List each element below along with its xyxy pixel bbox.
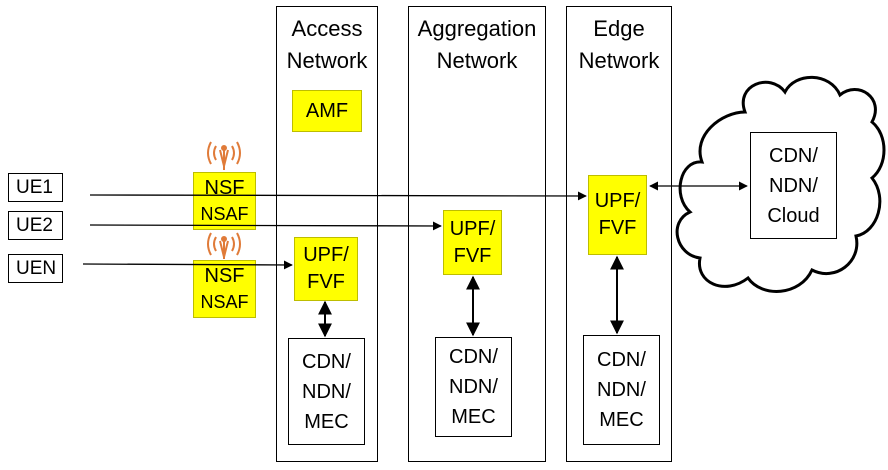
ndn-label: NDN/ <box>449 376 498 398</box>
fvf-label: FVF <box>453 244 492 267</box>
amf-label: AMF <box>305 99 349 122</box>
ndn-label: NDN/ <box>769 174 818 197</box>
fvf-label: FVF <box>307 271 345 293</box>
upf-fvf-box-aggregation: UPF/ FVF <box>443 210 502 275</box>
mec-label: MEC <box>304 410 349 433</box>
cdn-ndn-mec-box-aggregation: CDN/ NDN/ MEC <box>435 337 512 437</box>
ndn-label: NDN/ <box>302 380 351 403</box>
upf-fvf-box-edge: UPF/ FVF <box>588 175 647 255</box>
aggregation-network-title-line2: Network <box>436 48 518 73</box>
cloud-label: Cloud <box>767 204 820 227</box>
access-network-title-line2: Network <box>286 48 368 73</box>
aggregation-network-title: Aggregation Network <box>409 13 545 77</box>
edge-network-title-line1: Edge <box>593 16 645 41</box>
access-network-title: Access Network <box>277 13 377 77</box>
access-network-title-line1: Access <box>291 16 363 41</box>
ue2-label: UE2 <box>16 214 53 236</box>
ndn-label: NDN/ <box>597 379 646 401</box>
nsaf-label: NSAF <box>200 292 249 312</box>
edge-network-title-line2: Network <box>578 48 660 73</box>
edge-network-title: Edge Network <box>567 13 671 77</box>
nsf-nsaf-box-top: NSF NSAF <box>193 172 256 230</box>
ue1-label: UE1 <box>16 176 53 198</box>
nsf-label: NSF <box>204 265 245 287</box>
ue1-box: UE1 <box>8 173 63 202</box>
uen-label: UEN <box>16 257 57 279</box>
nsf-nsaf-box-bottom: NSF NSAF <box>193 260 256 318</box>
aggregation-network-title-line1: Aggregation <box>417 16 537 41</box>
cdn-ndn-mec-box-edge: CDN/ NDN/ MEC <box>583 335 660 445</box>
amf-box: AMF <box>292 90 362 132</box>
cdn-label: CDN/ <box>769 144 818 167</box>
upf-label: UPF/ <box>594 190 641 212</box>
cdn-label: CDN/ <box>302 350 351 373</box>
upf-fvf-box-access: UPF/ FVF <box>294 237 358 301</box>
mec-label: MEC <box>451 406 496 428</box>
ue2-box: UE2 <box>8 211 63 240</box>
upf-label: UPF/ <box>449 217 496 240</box>
cdn-ndn-mec-box-access: CDN/ NDN/ MEC <box>288 338 365 445</box>
nsf-label: NSF <box>204 177 245 199</box>
nsaf-label: NSAF <box>200 204 249 224</box>
fvf-label: FVF <box>598 217 637 239</box>
mec-label: MEC <box>599 409 644 431</box>
cdn-label: CDN/ <box>449 346 498 368</box>
cdn-ndn-cloud-box: CDN/ NDN/ Cloud <box>750 132 837 239</box>
cdn-label: CDN/ <box>597 349 646 371</box>
upf-label: UPF/ <box>303 244 349 266</box>
uen-box: UEN <box>8 254 63 283</box>
